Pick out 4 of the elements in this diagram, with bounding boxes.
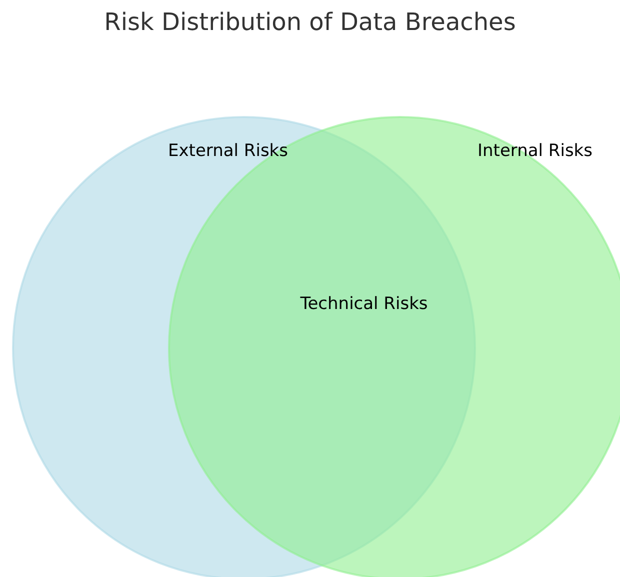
overlap-label: Technical Risks [300, 294, 428, 314]
chart-title: Risk Distribution of Data Breaches [103, 8, 517, 36]
set-label: Internal Risks [478, 141, 592, 161]
set-label: External Risks [168, 141, 288, 161]
